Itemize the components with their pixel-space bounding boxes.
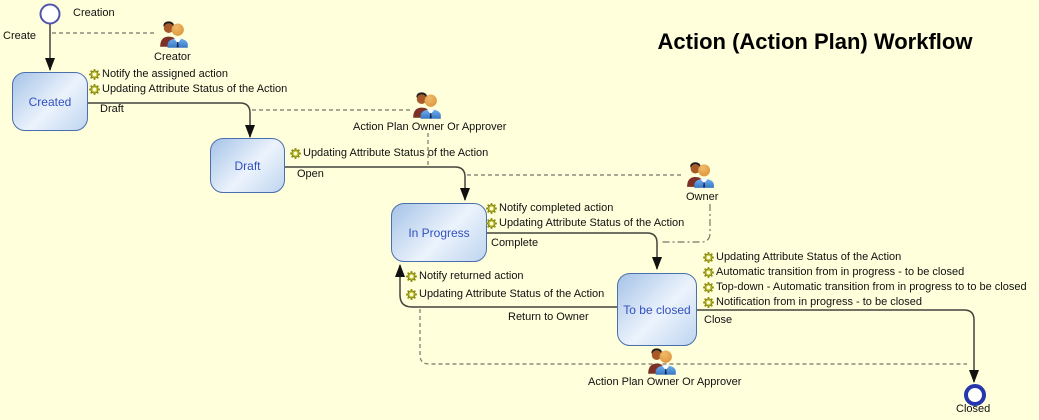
transition-return-label: Return to Owner bbox=[508, 311, 589, 323]
state-draft[interactable]: Draft bbox=[210, 138, 285, 193]
transition-close-label: Close bbox=[704, 314, 733, 326]
state-to-be-closed[interactable]: To be closed bbox=[617, 273, 697, 346]
action-label: Updating Attribute Status of the Action bbox=[303, 147, 489, 159]
action-item: Automatic transition from in progress - … bbox=[703, 266, 964, 278]
state-in-progress[interactable]: In Progress bbox=[391, 203, 487, 262]
gear-icon bbox=[89, 84, 100, 95]
transition-return-line bbox=[395, 264, 618, 308]
owner-role-label: Owner bbox=[686, 191, 719, 203]
gear-icon bbox=[703, 267, 714, 278]
action-label: Updating Attribute Status of the Action bbox=[499, 217, 685, 229]
action-label: Top-down - Automatic transition from in … bbox=[716, 281, 1027, 293]
action-item: Notify returned action bbox=[406, 270, 524, 282]
action-item: Top-down - Automatic transition from in … bbox=[703, 281, 1027, 293]
apoa-top-person-icon[interactable] bbox=[413, 92, 441, 119]
state-created[interactable]: Created bbox=[12, 72, 88, 131]
action-label: Updating Attribute Status of the Action bbox=[716, 251, 902, 263]
gear-icon bbox=[89, 69, 100, 80]
end-node-label: Closed bbox=[956, 403, 991, 415]
gear-icon bbox=[486, 218, 497, 229]
gear-icon bbox=[703, 297, 714, 308]
end-node[interactable] bbox=[964, 384, 986, 406]
gear-icon bbox=[406, 289, 417, 300]
action-item: Updating Attribute Status of the Action bbox=[89, 83, 287, 95]
action-label: Updating Attribute Status of the Action bbox=[419, 288, 605, 300]
action-label: Automatic transition from in progress - … bbox=[716, 266, 965, 278]
transition-close-line bbox=[695, 309, 979, 383]
action-item: Updating Attribute Status of the Action bbox=[406, 288, 604, 300]
owner-person-icon[interactable] bbox=[687, 162, 714, 188]
gear-icon bbox=[703, 282, 714, 293]
action-label: Notify completed action bbox=[499, 202, 614, 214]
transition-create-label: Create bbox=[3, 30, 37, 42]
action-item: Notify the assigned action bbox=[89, 68, 228, 80]
start-node[interactable] bbox=[39, 3, 61, 25]
assoc-owner-complete-line bbox=[661, 204, 711, 243]
gear-icon bbox=[290, 148, 301, 159]
transition-complete-label: Complete bbox=[491, 237, 539, 249]
gear-icon bbox=[703, 252, 714, 263]
gear-icon bbox=[406, 271, 417, 282]
action-label: Notification from in progress - to be cl… bbox=[716, 296, 923, 308]
apoa-bottom-role-label: Action Plan Owner Or Approver bbox=[588, 376, 742, 388]
transition-draft-label: Draft bbox=[100, 103, 124, 115]
action-item: Notification from in progress - to be cl… bbox=[703, 296, 922, 308]
page-title: Action (Action Plan) Workflow bbox=[657, 29, 973, 54]
action-item: Notify completed action bbox=[486, 202, 613, 214]
action-item: Updating Attribute Status of the Action bbox=[290, 147, 488, 159]
transition-open-line bbox=[285, 166, 470, 201]
transition-open-label: Open bbox=[297, 168, 324, 180]
transition-complete-line bbox=[487, 232, 662, 270]
action-label: Updating Attribute Status of the Action bbox=[102, 83, 288, 95]
creator-person-icon[interactable] bbox=[160, 21, 188, 48]
gear-icon bbox=[486, 203, 497, 214]
action-item: Updating Attribute Status of the Action bbox=[703, 251, 901, 263]
apoa-bottom-person-icon[interactable] bbox=[648, 348, 676, 375]
transition-draft-line bbox=[88, 102, 255, 138]
start-node-label: Creation bbox=[73, 7, 115, 19]
creator-role-label: Creator bbox=[154, 51, 191, 63]
action-label: Notify the assigned action bbox=[102, 68, 228, 80]
action-item: Updating Attribute Status of the Action bbox=[486, 217, 684, 229]
apoa-top-role-label: Action Plan Owner Or Approver bbox=[353, 121, 507, 133]
action-label: Notify returned action bbox=[419, 270, 524, 282]
